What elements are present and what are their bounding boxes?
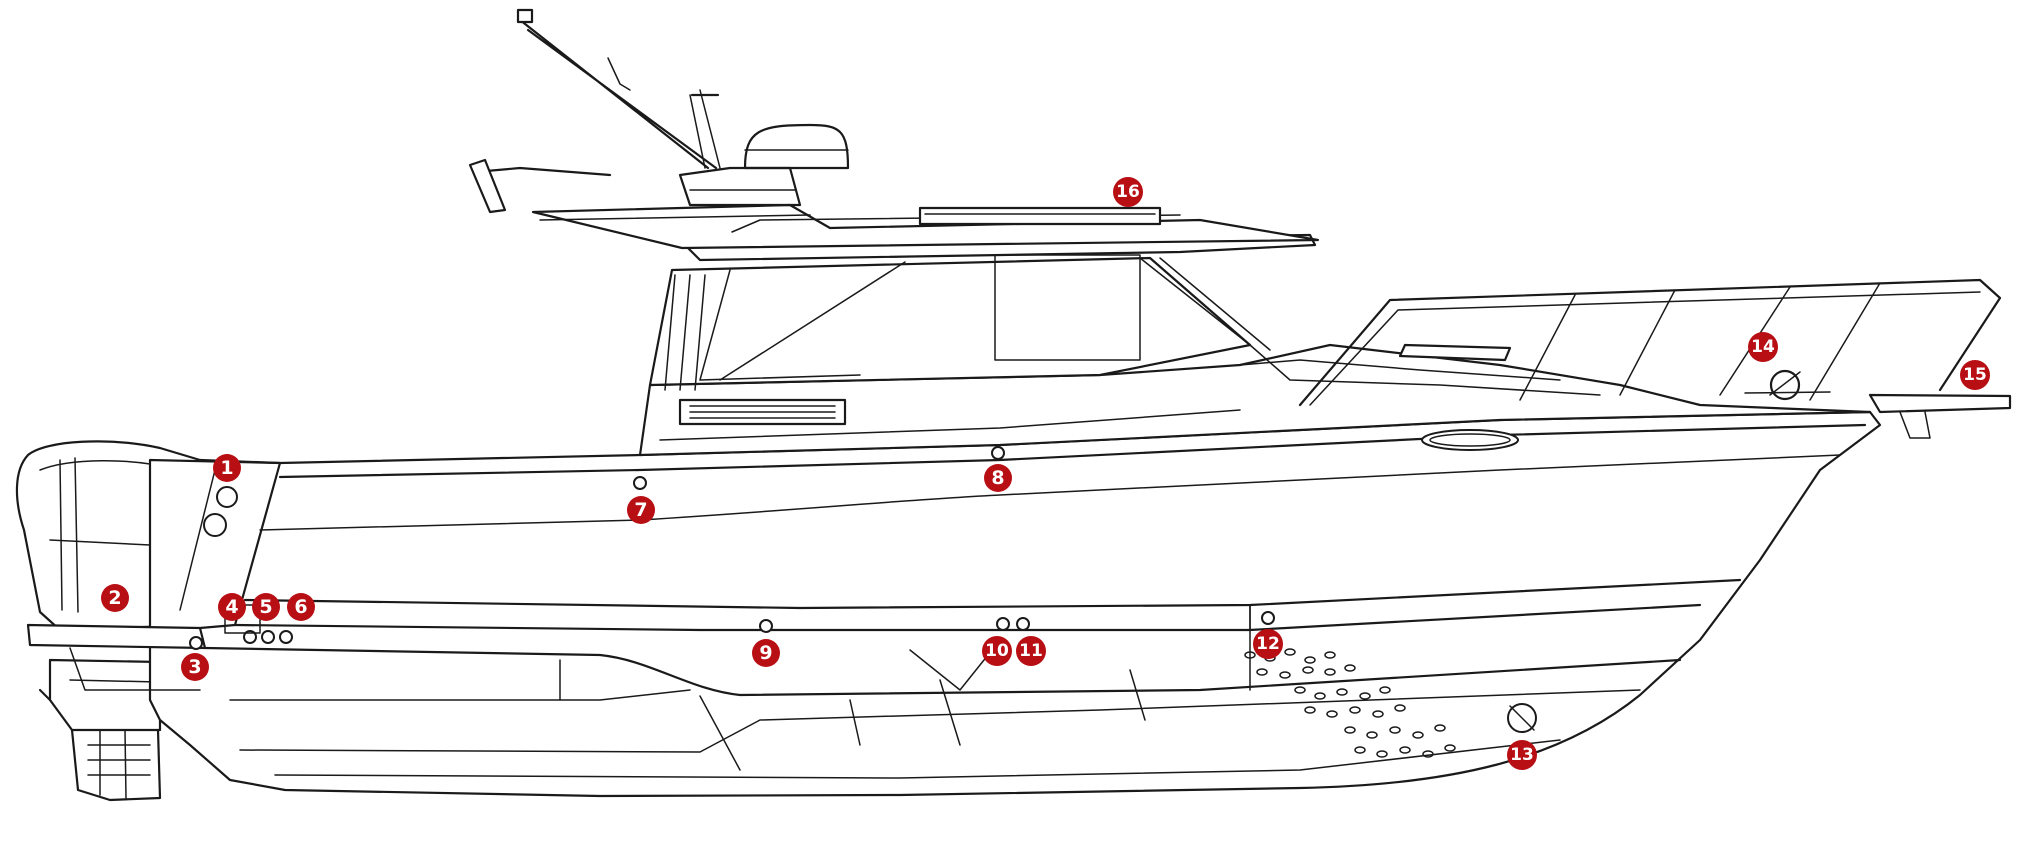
callout-12: 12 xyxy=(1253,629,1283,659)
bow-portlight xyxy=(1421,429,1519,451)
callout-11-label: 11 xyxy=(1019,641,1043,661)
hardtop-rail xyxy=(918,206,1162,226)
cabin xyxy=(638,254,2012,457)
callout-9-label: 9 xyxy=(759,642,772,664)
callout-6-label: 6 xyxy=(294,596,307,618)
callout-14: 14 xyxy=(1748,332,1778,362)
radar-dome xyxy=(743,123,850,170)
callout-4-label: 4 xyxy=(225,596,238,618)
callout-12-label: 12 xyxy=(1256,634,1280,654)
callout-7-label: 7 xyxy=(634,499,647,521)
callout-8-label: 8 xyxy=(991,467,1004,489)
callout-1: 1 xyxy=(213,454,241,482)
callout-13: 13 xyxy=(1507,740,1537,770)
anchor-windlass xyxy=(1769,369,1801,401)
hull xyxy=(26,410,1882,798)
callout-6: 6 xyxy=(287,593,315,621)
callout-7: 7 xyxy=(627,496,655,524)
callout-1-label: 1 xyxy=(220,457,233,479)
hardtop xyxy=(468,8,1320,262)
bowsprit xyxy=(1868,393,2012,414)
callout-10-label: 10 xyxy=(985,641,1009,661)
callout-3-label: 3 xyxy=(188,656,201,678)
callout-10: 10 xyxy=(982,636,1012,666)
callout-16-label: 16 xyxy=(1116,182,1140,202)
antenna-tip xyxy=(468,158,507,214)
callout-14-label: 14 xyxy=(1751,337,1775,357)
callout-5-label: 5 xyxy=(259,596,272,618)
callout-13-label: 13 xyxy=(1510,745,1534,765)
callout-15-label: 15 xyxy=(1963,365,1987,385)
callout-16: 16 xyxy=(1113,177,1143,207)
callout-2: 2 xyxy=(101,584,129,612)
hull-vent-dots xyxy=(1244,648,1456,758)
callout-3: 3 xyxy=(181,653,209,681)
callout-15: 15 xyxy=(1960,360,1990,390)
callout-8: 8 xyxy=(984,464,1012,492)
forward-hatch xyxy=(1398,343,1512,362)
callout-11: 11 xyxy=(1016,636,1046,666)
callout-2-label: 2 xyxy=(108,587,121,609)
callout-9: 9 xyxy=(752,639,780,667)
callout-5: 5 xyxy=(252,593,280,621)
antenna-arm xyxy=(518,18,718,170)
callout-4: 4 xyxy=(218,593,246,621)
outboard-engine xyxy=(15,440,202,802)
